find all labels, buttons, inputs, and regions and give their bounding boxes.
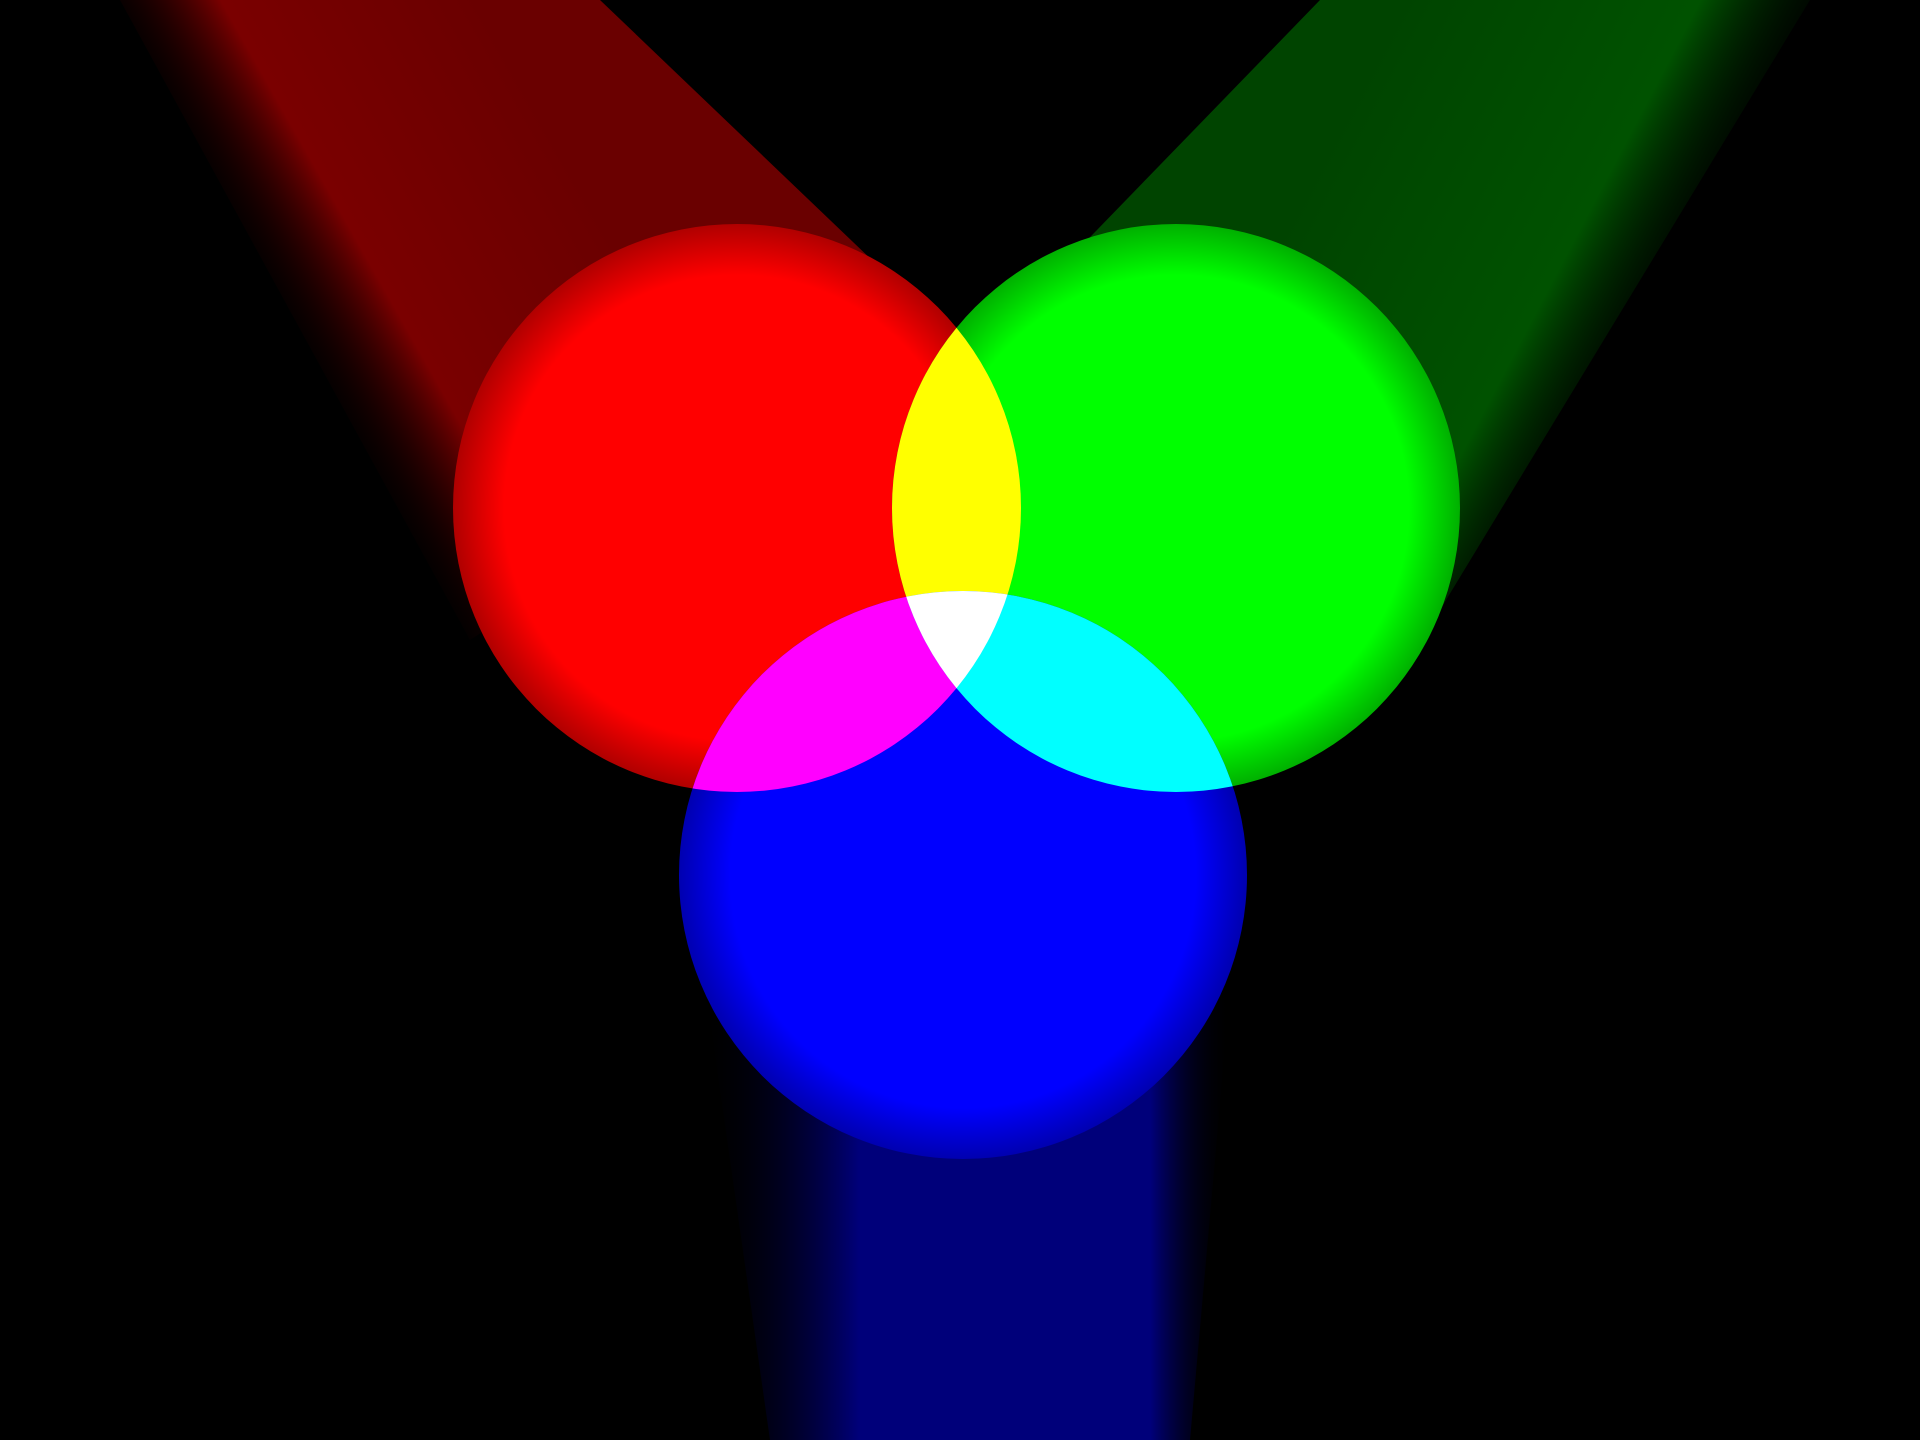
rgb-additive-color-diagram — [0, 0, 1920, 1440]
